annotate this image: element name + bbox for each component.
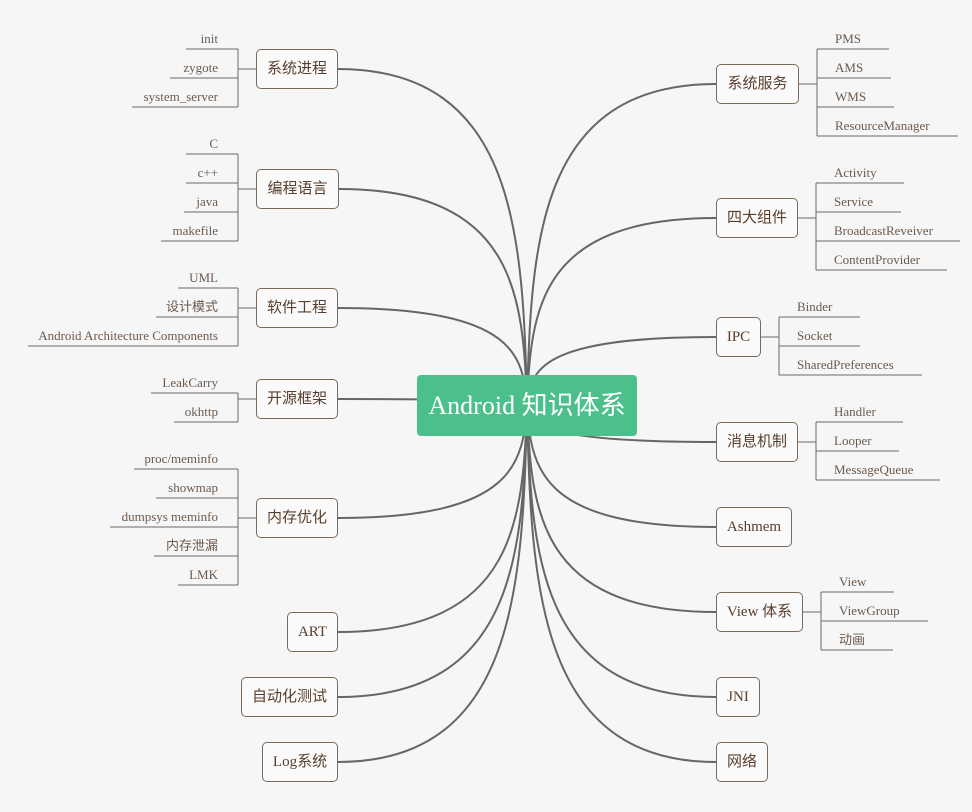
leaf-label[interactable]: Socket	[797, 328, 833, 343]
leaf-label[interactable]: PMS	[835, 31, 862, 46]
leaf-label[interactable]: UML	[189, 270, 218, 285]
leaf-label[interactable]: MessageQueue	[834, 462, 914, 477]
branch-connector	[337, 404, 528, 633]
branch-connector	[338, 188, 528, 406]
branch-node[interactable]: 内存优化	[256, 498, 338, 538]
branch-node[interactable]: 系统进程	[256, 49, 338, 89]
leaf-label[interactable]: c++	[197, 165, 218, 180]
branch-connector	[526, 404, 717, 698]
branch-connector	[526, 217, 717, 406]
leaf-label[interactable]: BroadcastReveiver	[834, 223, 933, 238]
branch-node[interactable]: 四大组件	[716, 198, 798, 238]
leaf-label[interactable]: AMS	[835, 60, 864, 75]
branch-node[interactable]: Log系统	[262, 742, 338, 782]
branch-node[interactable]: 系统服务	[716, 64, 799, 104]
leaf-label[interactable]: showmap	[168, 480, 218, 495]
leaf-label[interactable]: java	[196, 194, 218, 209]
branch-node[interactable]: JNI	[716, 677, 760, 717]
branch-connector	[526, 83, 717, 406]
leaf-label[interactable]: SharedPreferences	[797, 357, 894, 372]
branch-connector	[337, 404, 528, 763]
leaf-label[interactable]: LMK	[189, 567, 218, 582]
leaf-label[interactable]: Binder	[797, 299, 833, 314]
branch-node[interactable]: 开源框架	[256, 379, 338, 419]
leaf-label[interactable]: okhttp	[184, 404, 218, 419]
branch-node[interactable]: 自动化测试	[241, 677, 338, 717]
leaf-label[interactable]: 内存泄漏	[165, 538, 218, 553]
branch-connector	[526, 404, 717, 613]
leaf-label[interactable]: ContentProvider	[834, 252, 920, 267]
branch-connector	[337, 68, 528, 406]
leaf-label[interactable]: 设计模式	[165, 299, 218, 314]
leaf-label[interactable]: system_server	[143, 89, 218, 104]
branch-node[interactable]: IPC	[716, 317, 761, 357]
branch-node[interactable]: 软件工程	[256, 288, 338, 328]
leaf-label[interactable]: proc/meminfo	[144, 451, 218, 466]
branch-connector	[337, 404, 528, 698]
branch-node[interactable]: Ashmem	[716, 507, 792, 547]
branch-node[interactable]: View 体系	[716, 592, 803, 632]
leaf-label[interactable]: C	[209, 136, 218, 151]
branch-node[interactable]: 消息机制	[716, 422, 798, 462]
leaf-label[interactable]: 动画	[839, 632, 866, 647]
branch-connector	[526, 404, 717, 763]
leaf-label[interactable]: WMS	[835, 89, 867, 104]
leaf-label[interactable]: View	[839, 574, 867, 589]
leaf-label[interactable]: init	[200, 31, 218, 46]
leaf-label[interactable]: Android Architecture Components	[38, 328, 218, 343]
leaf-label[interactable]: ViewGroup	[839, 603, 900, 618]
branch-node[interactable]: ART	[287, 612, 338, 652]
leaf-label[interactable]: zygote	[183, 60, 218, 75]
root-node[interactable]: Android 知识体系	[417, 375, 637, 436]
leaf-label[interactable]: Handler	[834, 404, 876, 419]
leaf-label[interactable]: makefile	[172, 223, 218, 238]
leaf-label[interactable]: dumpsys meminfo	[121, 509, 218, 524]
leaf-label[interactable]: Activity	[834, 165, 877, 180]
leaf-label[interactable]: Looper	[834, 433, 872, 448]
branch-node[interactable]: 编程语言	[256, 169, 339, 209]
leaf-label[interactable]: Service	[834, 194, 873, 209]
leaf-label[interactable]: LeakCarry	[162, 375, 218, 390]
leaf-label[interactable]: ResourceManager	[835, 118, 930, 133]
branch-node[interactable]: 网络	[716, 742, 768, 782]
